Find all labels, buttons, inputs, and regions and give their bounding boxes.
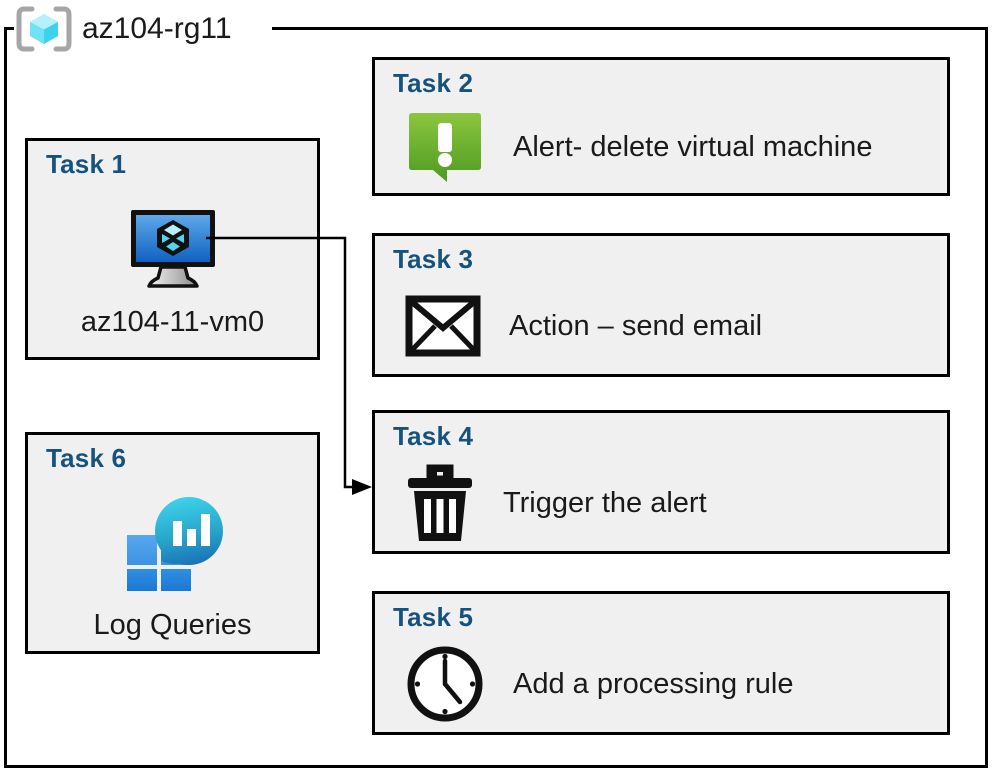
virtual-machine-icon	[127, 208, 219, 290]
task-2-label: Task 2	[393, 68, 474, 98]
task-6-label: Task 6	[46, 443, 127, 473]
resource-group-header: az104-rg11	[14, 0, 242, 58]
task-4-label: Task 4	[393, 421, 474, 451]
log-analytics-icon	[119, 493, 227, 593]
task-1-caption: az104-11-vm0	[80, 305, 265, 338]
resource-group-frame-top-right	[272, 27, 988, 30]
task-2-box[interactable]: Task 2 Alert- delete virtual machine	[372, 57, 950, 196]
task-3-label: Task 3	[393, 244, 474, 274]
task-1-box[interactable]: Task 1	[25, 138, 320, 360]
task-6-caption: Log Queries	[93, 608, 252, 641]
task-3-caption: Action – send email	[509, 309, 763, 342]
task-6-box[interactable]: Task 6	[25, 432, 320, 654]
task-1-label: Task 1	[46, 149, 127, 179]
envelope-icon	[405, 295, 481, 357]
task-5-label: Task 5	[393, 602, 474, 632]
task-4-box[interactable]: Task 4 Trigger the alert	[372, 410, 950, 554]
task-3-box[interactable]: Task 3 Action – send email	[372, 233, 950, 377]
task-4-caption: Trigger the alert	[503, 486, 707, 519]
task-5-caption: Add a processing rule	[513, 667, 794, 700]
resource-group-name: az104-rg11	[82, 12, 232, 45]
azure-resource-group-icon	[14, 5, 74, 53]
trash-can-icon	[405, 463, 475, 543]
task-5-box[interactable]: Task 5 Add a processing rule	[372, 591, 950, 735]
alert-exclamation-icon	[405, 112, 485, 184]
resource-group-frame	[4, 29, 988, 768]
clock-icon	[405, 644, 485, 724]
task-2-caption: Alert- delete virtual machine	[513, 131, 873, 163]
